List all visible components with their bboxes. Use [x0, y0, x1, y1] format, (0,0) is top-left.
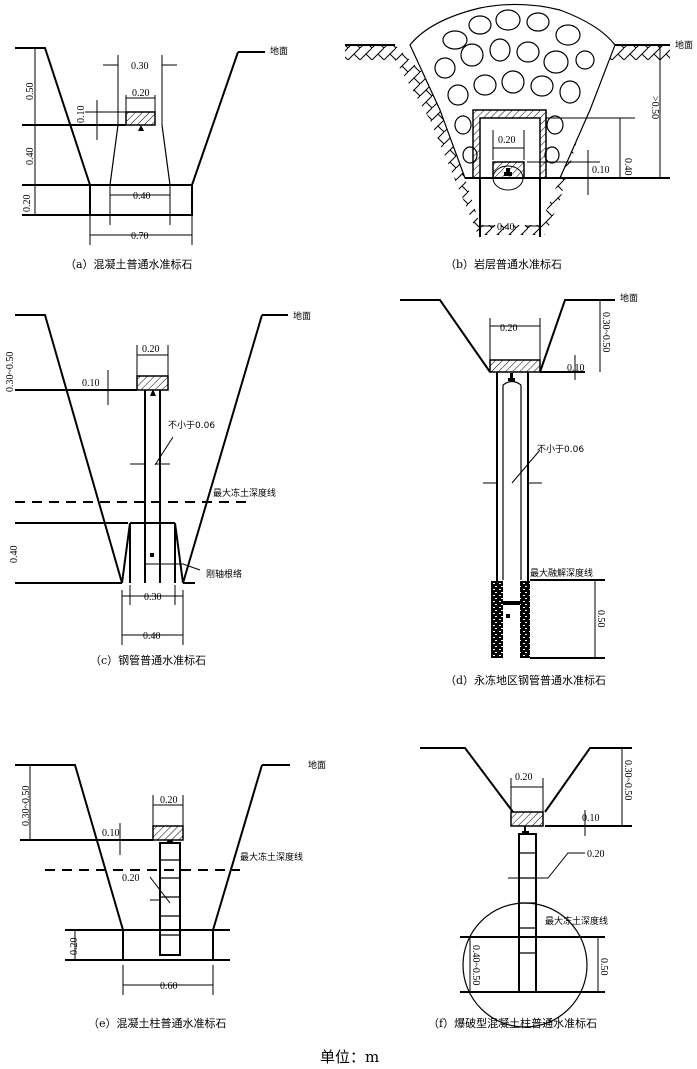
min-thickness-label: 不小于0.06: [168, 420, 215, 431]
dim-e-020v: 0.20: [69, 938, 80, 956]
caption-d: （d）永冻地区钢管普通水准标石: [445, 673, 606, 687]
dim-d-010: 0.10: [567, 363, 585, 374]
dim-a-050: 0.50: [25, 83, 36, 101]
min-thickness-label: 不小于0.06: [537, 444, 584, 455]
dim-c-010: 0.10: [82, 378, 100, 389]
frost-line-label: 最大冻土深度线: [213, 487, 276, 499]
mark-icon: [166, 839, 174, 843]
dim-c-040: 0.40: [143, 631, 161, 642]
dim-f-030-050: 0.30~0.50: [622, 760, 633, 800]
panel-a-concrete-benchmark: 0.30 0.20 0.40 0.70 0.50 0.40 0.20 0.10 …: [15, 45, 288, 271]
dim-d-050: 0.50: [595, 610, 606, 628]
dim-f-040-050: 0.40~0.50: [470, 945, 481, 985]
ground-label: 地面: [675, 39, 693, 51]
dim-b-020: 0.20: [498, 135, 516, 146]
dim-d-030-050: 0.30~0.50: [600, 312, 611, 352]
dim-c-030: 0.30: [144, 592, 162, 603]
dim-a-030: 0.30: [131, 61, 149, 72]
dim-f-020-top: 0.20: [515, 772, 533, 783]
dim-f-010: 0.10: [582, 813, 600, 824]
unit-label: 单位：m: [320, 1048, 379, 1066]
ground-label: 地面: [270, 45, 288, 57]
ground-label: 地面: [620, 292, 638, 304]
dim-c-030-050: 0.30~0.50: [5, 352, 16, 392]
thaw-line-label: 最大融解深度线: [530, 567, 593, 579]
dim-a-020v: 0.20: [22, 195, 33, 213]
benchmark-stone: [125, 111, 156, 126]
caption-b: （b）岩层普通水准标石: [445, 257, 562, 271]
dim-c-040v: 0.40: [9, 546, 20, 564]
dim-b-040v: 0.40: [622, 158, 633, 176]
dim-a-070: 0.70: [131, 231, 149, 242]
dim-e-020-col: 0.20: [122, 873, 140, 884]
benchmark-stone: [136, 375, 169, 391]
caption-c: （c）钢管普通水准标石: [90, 653, 206, 667]
dim-b-010: 0.10: [592, 165, 610, 176]
dim-e-030-050: 0.30~0.50: [21, 786, 32, 826]
dim-a-020: 0.20: [132, 88, 150, 99]
panel-b-rock-benchmark: 0.20 0.40 >0.50 0.10 0.40 地面 （b）岩层普通水准标石: [345, 3, 693, 271]
dim-a-040v: 0.40: [25, 148, 36, 166]
mark-icon: [504, 168, 512, 176]
panel-e-concrete-column-benchmark: 0.20 0.10 0.20 0.60 0.30~0.50 0.20 最大冻土深…: [15, 759, 326, 1030]
rubble-stones: [434, 9, 595, 164]
dim-b-gt050: >0.50: [649, 96, 660, 119]
dim-d-020: 0.20: [500, 323, 518, 334]
mark-icon: [138, 125, 144, 131]
dim-a-040: 0.40: [133, 191, 151, 202]
panel-f-blast-column-benchmark: 0.20 0.10 0.20 0.30~0.50 0.40~0.50 0.50 …: [420, 747, 633, 1030]
panel-c-steel-pipe-benchmark: 0.20 0.10 0.30~0.50 0.40 不小于0.06 最大冻土深度线…: [5, 310, 311, 667]
benchmark-stone: [152, 825, 184, 841]
benchmark-stone: [489, 359, 541, 373]
mark-icon: [508, 373, 515, 381]
dim-e-010: 0.10: [102, 828, 120, 839]
benchmark-stone: [510, 811, 544, 827]
mark-icon: [522, 826, 529, 833]
caption-a: （a）混凝土普通水准标石: [65, 257, 193, 271]
dim-f-050: 0.50: [598, 958, 609, 976]
caption-e: （e）混凝土柱普通水准标石: [88, 1016, 227, 1030]
frost-line-label: 最大冻土深度线: [240, 851, 303, 863]
dim-e-060: 0.60: [160, 981, 178, 992]
dim-f-020-col: 0.20: [587, 849, 605, 860]
panel-d-permafrost-benchmark: 0.20 0.10 0.30~0.50 0.50 不小于0.06 最大融解深度线…: [400, 292, 638, 687]
ground-label: 地面: [293, 310, 311, 322]
ground-label: 地面: [308, 759, 326, 771]
caption-f: （f）爆破型混凝土柱普通水准标石: [428, 1016, 597, 1030]
anchor-label: 刚轴根络: [206, 568, 242, 580]
dim-c-020: 0.20: [142, 344, 160, 355]
dim-b-040: 0.40: [497, 222, 515, 233]
dim-e-020-top: 0.20: [160, 795, 178, 806]
frost-line-label: 最大冻土深度线: [545, 915, 608, 927]
dim-a-010: 0.10: [76, 106, 87, 124]
mark-icon: [150, 389, 156, 396]
